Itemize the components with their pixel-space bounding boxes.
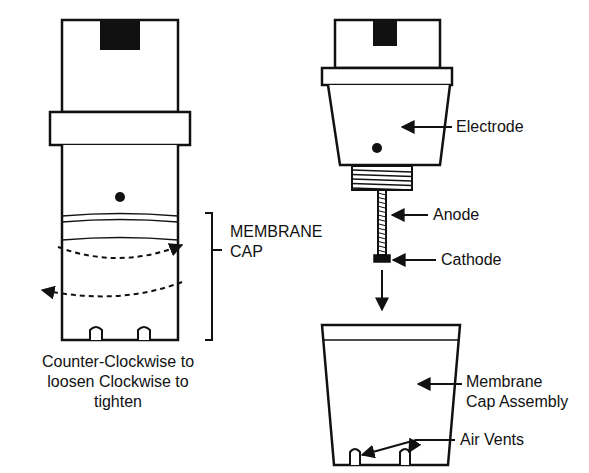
- part-label: Electrode: [456, 117, 524, 137]
- part-label: MEMBRANE CAP: [230, 222, 322, 262]
- part-label: Membrane Cap Assembly: [466, 372, 574, 412]
- thread-line: [378, 241, 386, 243]
- thread-line: [352, 170, 412, 172]
- thread-line: [378, 237, 386, 239]
- electrode-body: [322, 20, 452, 190]
- thread-line: [378, 219, 386, 221]
- thread-line: [378, 224, 386, 226]
- thread-line: [378, 228, 386, 230]
- instruction-caption: Counter-Clockwise to loosen Clockwise to…: [28, 352, 208, 412]
- thread-line: [378, 193, 386, 195]
- thread-line: [378, 202, 386, 204]
- thread-line: [378, 206, 386, 208]
- membrane-cap-cup: [322, 325, 460, 465]
- cathode-tip: [374, 255, 390, 262]
- anode-rod: [378, 190, 386, 255]
- part-label: Cathode: [441, 250, 502, 270]
- thread-line: [352, 175, 412, 177]
- thread-line: [378, 211, 386, 213]
- thread-line: [378, 246, 386, 248]
- thread-line: [378, 233, 386, 235]
- thread-line: [352, 184, 412, 186]
- part-label: Air Vents: [460, 430, 524, 450]
- assembled-sensor: [42, 20, 222, 340]
- thread-line: [378, 250, 386, 252]
- thread-line: [378, 215, 386, 217]
- thread-line: [352, 179, 412, 181]
- part-label: Anode: [433, 205, 479, 225]
- thread-line: [378, 197, 386, 199]
